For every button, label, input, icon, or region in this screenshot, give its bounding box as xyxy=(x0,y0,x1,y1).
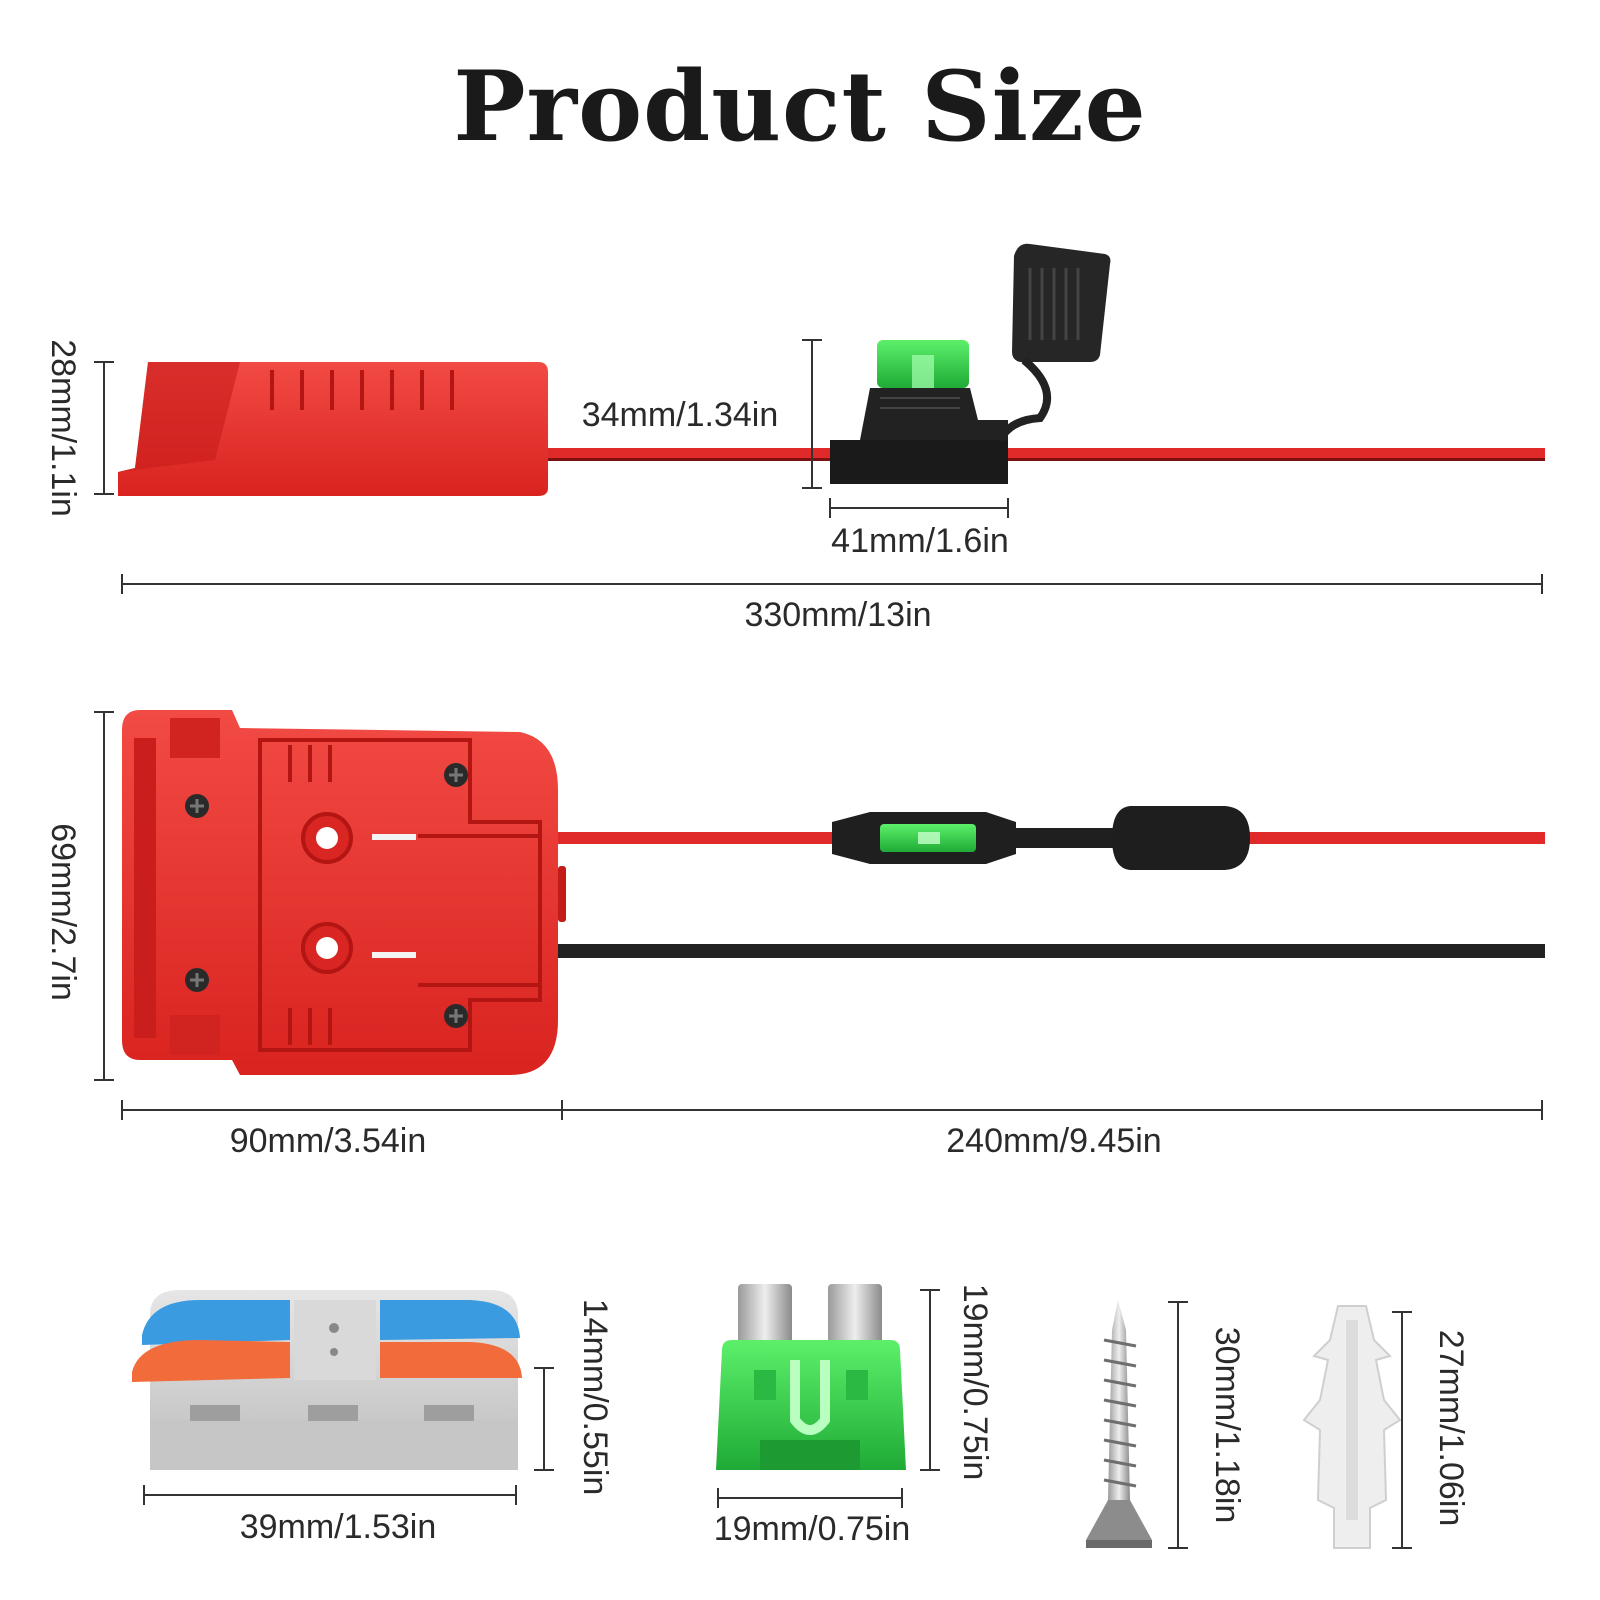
fuse-holder-side xyxy=(830,243,1111,484)
fuse-cap xyxy=(1012,243,1111,362)
inline-fuse-holder xyxy=(832,806,1250,870)
connector-height-label: 14mm/0.55in xyxy=(576,1299,614,1496)
fuse-height-label: 19mm/0.75in xyxy=(956,1284,994,1481)
top-black-cable xyxy=(555,944,1545,958)
dim-total-length xyxy=(121,574,1543,594)
fuse-holder-height-label: 34mm/1.34in xyxy=(582,396,779,434)
inline-fuse-cap xyxy=(1112,806,1250,870)
orange-lever-left xyxy=(132,1340,290,1382)
top-view: 69mm/2.7in 90mm/3.54in 240mm/9.45in xyxy=(44,710,1545,1160)
blade-fuse: 19mm/0.75in 19mm/0.75in xyxy=(714,1284,994,1548)
fuse-holder-width-label: 41mm/1.6in xyxy=(831,522,1009,560)
screw-length-label: 30mm/1.18in xyxy=(1208,1327,1246,1524)
wire-connector: 14mm/0.55in 39mm/1.53in xyxy=(132,1290,614,1546)
dim-side-height xyxy=(94,361,114,495)
screw: 30mm/1.18in xyxy=(1086,1300,1246,1549)
fuse-width-label: 19mm/0.75in xyxy=(714,1510,911,1548)
anchor-length-label: 27mm/1.06in xyxy=(1432,1330,1470,1527)
blue-lever-left xyxy=(142,1300,290,1345)
adapter-height-label: 69mm/2.7in xyxy=(44,823,82,1001)
cable-length-label: 240mm/9.45in xyxy=(946,1122,1161,1160)
dim-adapter-height xyxy=(94,711,114,1081)
side-view: 28mm/1.1in 34mm/1.34in 41mm/1.6in 330mm/… xyxy=(44,243,1545,634)
side-red-cable xyxy=(530,448,1545,458)
blue-lever-right xyxy=(380,1300,520,1340)
adapter-top-body xyxy=(122,710,566,1075)
dim-fuse-holder-height xyxy=(802,339,822,489)
side-height-label: 28mm/1.1in xyxy=(44,339,82,517)
dim-adapter-cable-length xyxy=(121,1100,1543,1120)
orange-lever-right xyxy=(380,1342,522,1378)
adapter-side-body xyxy=(118,362,548,496)
adapter-length-label: 90mm/3.54in xyxy=(230,1122,427,1160)
wall-anchor: 27mm/1.06in xyxy=(1302,1305,1470,1549)
total-length-label: 330mm/13in xyxy=(744,596,931,634)
connector-width-label: 39mm/1.53in xyxy=(240,1508,437,1546)
dim-fuse-holder-width xyxy=(829,498,1009,518)
page-title: Product Size xyxy=(453,50,1147,163)
